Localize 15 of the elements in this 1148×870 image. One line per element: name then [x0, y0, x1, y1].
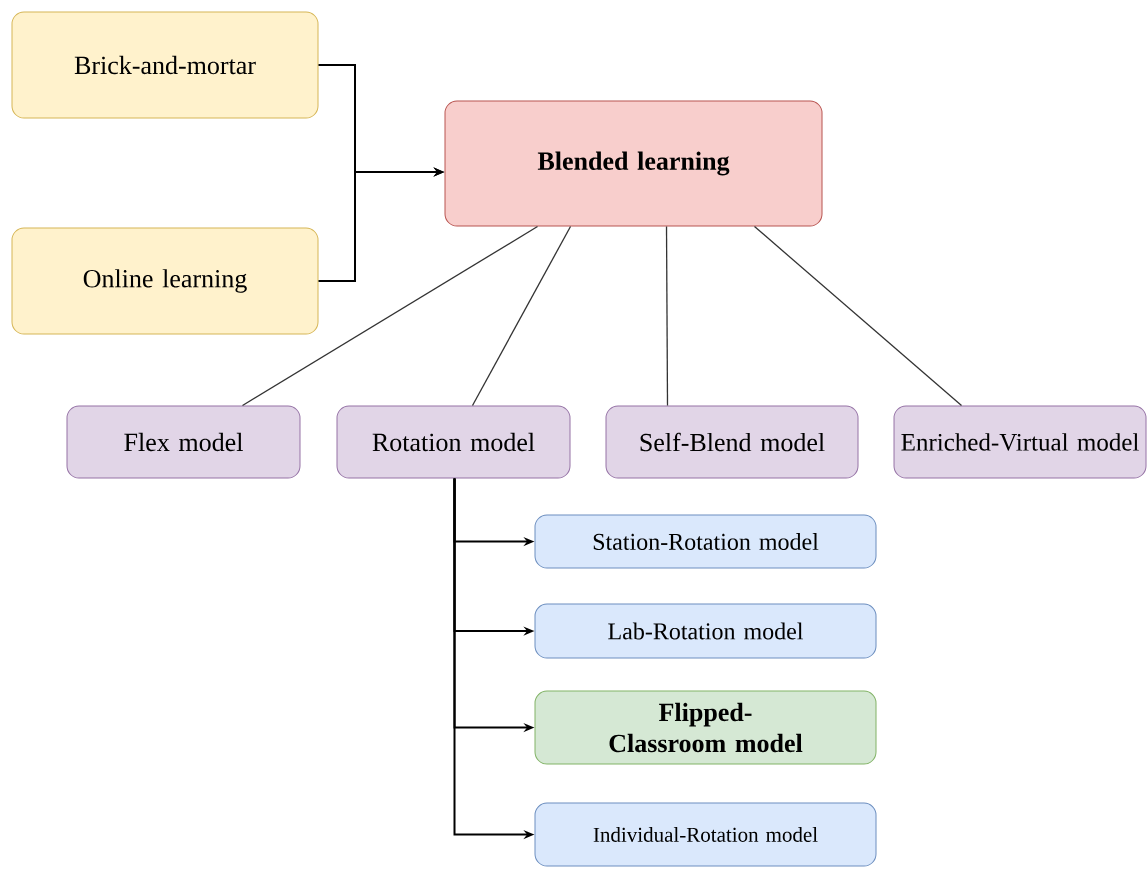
model-box: Flex model	[66, 405, 301, 479]
model-box: Self-Blend model	[605, 405, 859, 479]
connector-line	[665, 225, 669, 407]
connector-line	[753, 225, 963, 407]
model-box: Rotation model	[336, 405, 571, 479]
source-box: Online learning	[11, 227, 319, 335]
connector-line	[471, 225, 572, 407]
submodel-box: Flipped-Classroom model	[534, 690, 877, 765]
connector-line	[241, 225, 539, 407]
submodel-box: Station-Rotation model	[534, 514, 877, 569]
source-box: Brick-and-mortar	[11, 11, 319, 119]
submodel-box: Lab-Rotation model	[534, 603, 877, 659]
model-box: Enriched-Virtual model	[893, 405, 1147, 479]
concept-box: Blended learning	[444, 100, 823, 227]
submodel-box: Individual-Rotation model	[534, 802, 877, 867]
